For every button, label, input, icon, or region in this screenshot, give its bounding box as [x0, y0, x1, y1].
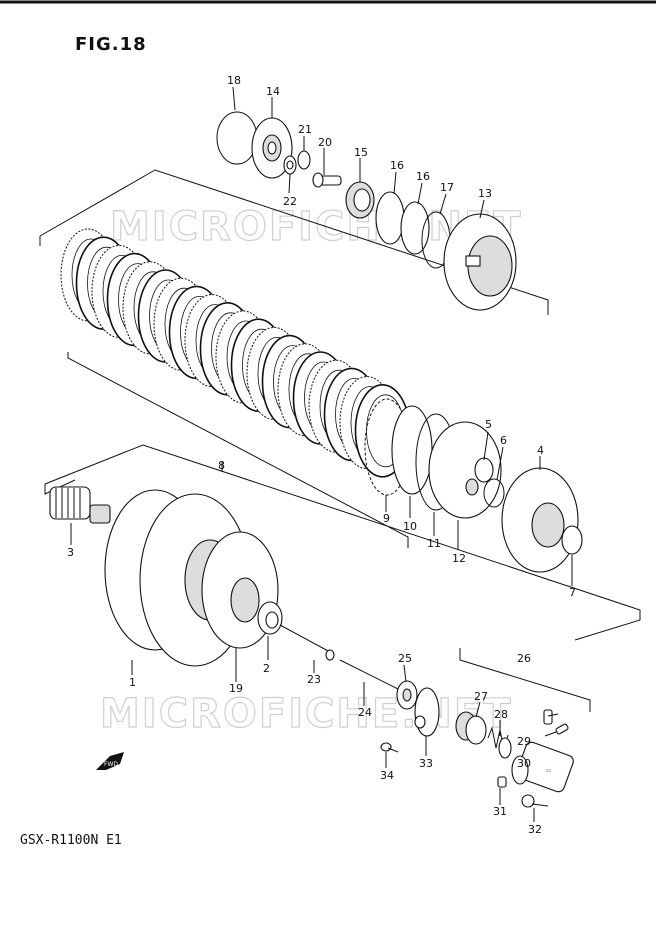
fwd-badge-label: FWD [104, 761, 118, 768]
group-frame-left [44, 479, 76, 495]
part-12-plate [428, 421, 502, 519]
svg-text:▭: ▭ [546, 768, 551, 774]
part-25-oil-seal [396, 680, 418, 710]
part-8-clutch-plate-stack [60, 228, 411, 478]
group-frame-main [44, 444, 641, 641]
callout-22: 22 [283, 195, 297, 208]
group-frame-top [39, 169, 549, 315]
callout-30: 30 [517, 757, 531, 770]
part-24-push-rod [339, 659, 401, 691]
callout-16b: 16 [416, 170, 430, 183]
part-21-bearing [297, 150, 311, 170]
callout-26: 26 [517, 652, 531, 665]
callout-27: 27 [474, 690, 488, 703]
callout-3: 3 [67, 546, 74, 559]
callout-1: 1 [129, 676, 136, 689]
callout-19: 19 [229, 682, 243, 695]
callout-24: 24 [358, 706, 372, 719]
callout-6: 6 [500, 434, 507, 447]
model-code: GSX-R1100N E1 [20, 833, 122, 848]
fwd-arrow-icon: FWD [96, 752, 124, 770]
group-frame-plates [67, 352, 409, 548]
part-28-spring [487, 726, 512, 759]
part-18-snap-ring [216, 111, 258, 165]
callout-25: 25 [398, 652, 412, 665]
callout-20: 20 [318, 136, 332, 149]
callout-18: 18 [227, 74, 241, 87]
callout-33: 33 [419, 757, 433, 770]
part-30-cap [555, 723, 569, 735]
part-26-release-cylinder: ▭ [511, 741, 574, 793]
callout-31: 31 [493, 805, 507, 818]
callout-29: 29 [517, 735, 531, 748]
callout-7: 7 [569, 586, 576, 599]
callout-28: 28 [494, 708, 508, 721]
part-14-lifter-plate [251, 117, 293, 179]
callout-labels: 18 14 21 20 15 16 16 17 13 22 8 5 6 4 9 … [67, 74, 576, 836]
callout-17: 17 [440, 181, 454, 194]
callout-5: 5 [485, 418, 492, 431]
part-27-piston [455, 711, 487, 745]
leader-lines [70, 86, 573, 822]
part-22-washer [283, 155, 297, 175]
callout-9: 9 [383, 512, 390, 525]
part-13-pressure-plate [443, 213, 517, 311]
callout-10: 10 [403, 520, 417, 533]
part-10-seat [391, 405, 433, 495]
callout-32: 32 [528, 823, 542, 836]
callout-14: 14 [266, 85, 280, 98]
part-29-bleeder-valve [543, 709, 553, 725]
callout-12: 12 [452, 552, 466, 565]
part-15-bearing [345, 181, 375, 219]
callout-23: 23 [307, 673, 321, 686]
part-32-bolt [521, 794, 549, 808]
part-5-6-nut-washer [474, 457, 505, 508]
part-34-bolt [380, 742, 399, 753]
callout-16a: 16 [390, 159, 404, 172]
part-23-push-rod [279, 624, 335, 661]
callout-4: 4 [537, 444, 544, 457]
callout-11: 11 [427, 537, 441, 550]
part-33-cover [414, 687, 440, 737]
group-frame-26 [459, 648, 591, 712]
callout-13: 13 [478, 187, 492, 200]
part-31-bolt [497, 776, 507, 788]
part-20-pin [312, 172, 342, 188]
callout-34: 34 [380, 769, 394, 782]
watermark-bottom: MICROFICHE.NET [100, 691, 513, 737]
figure-title: FIG.18 [75, 34, 147, 55]
part-3-needle-bearing [49, 486, 111, 524]
part-4-clutch-hub [501, 467, 583, 573]
callout-2: 2 [263, 662, 270, 675]
callout-21: 21 [298, 123, 312, 136]
part-2-thrust-washer [257, 601, 283, 635]
callout-8: 8 [218, 459, 225, 472]
callout-15: 15 [354, 146, 368, 159]
